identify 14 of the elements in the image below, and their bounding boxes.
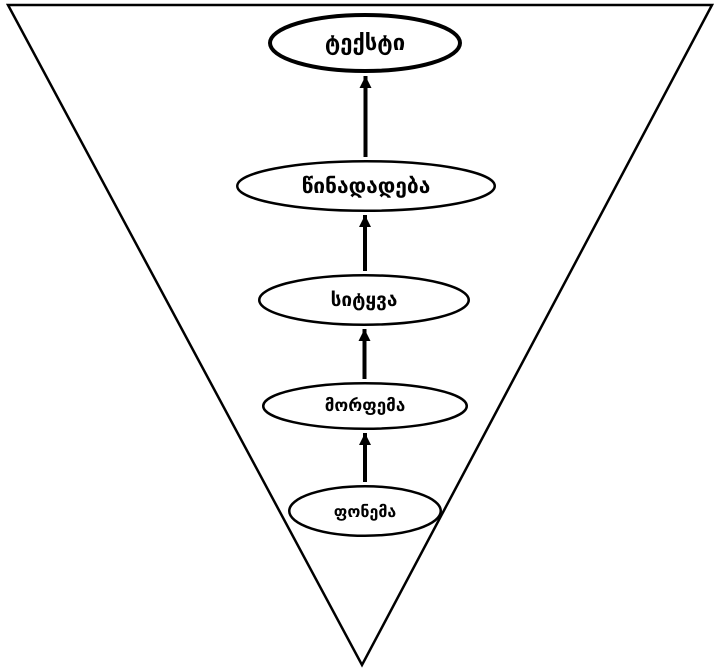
node-label: წინადადება: [302, 174, 430, 198]
ellipse-node: [258, 274, 470, 326]
node-label: მორფემა: [324, 396, 406, 416]
arrow: [358, 329, 370, 379]
ellipse-node: [236, 160, 496, 212]
node-label: ფონემა: [334, 502, 396, 520]
ellipse-node: [262, 382, 468, 430]
node-label: სიტყვა: [330, 289, 398, 311]
arrow: [359, 215, 371, 271]
node-label: ტექსტი: [324, 30, 406, 56]
ellipse-node: [288, 485, 442, 537]
ellipse-node: [268, 13, 462, 73]
arrow: [359, 433, 371, 482]
arrow: [360, 76, 372, 157]
